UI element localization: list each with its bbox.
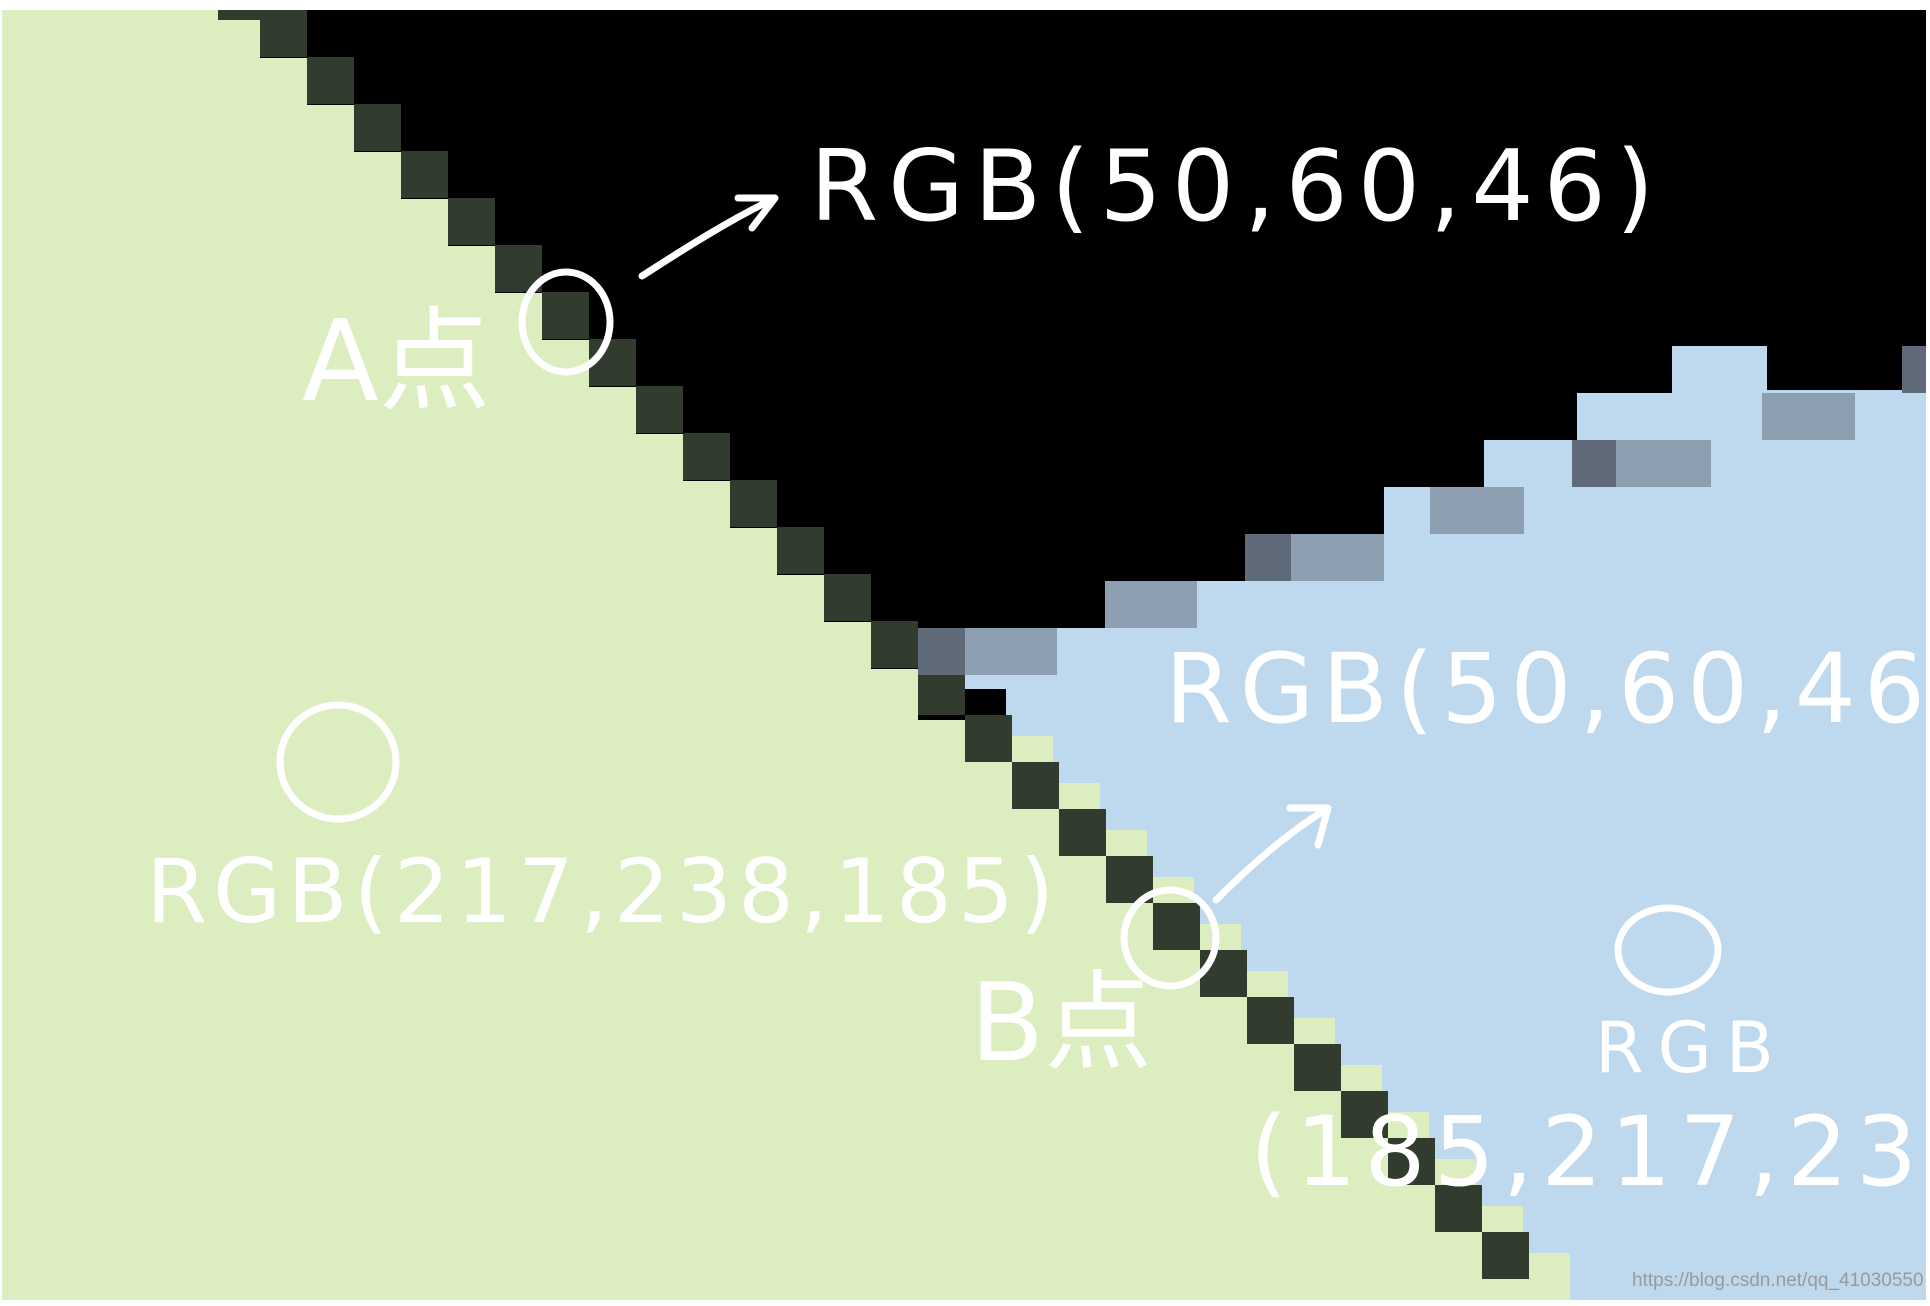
edge-pixel [777, 527, 824, 574]
edge-pixel [218, 10, 260, 20]
edge-pixel [636, 386, 683, 433]
point-a-rgb: RGB(50,60,46) [810, 130, 1664, 244]
edge-pixel [730, 480, 777, 527]
edge-pixel [401, 151, 448, 198]
watermark: https://blog.csdn.net/qq_41030550 [1632, 1270, 1924, 1291]
point-a-circle [518, 268, 614, 376]
blend-pixel [965, 628, 1057, 675]
blend-pixels [918, 346, 1926, 675]
point-a-arrow [638, 194, 779, 280]
blue-sample-circle [1614, 904, 1722, 996]
blend-pixel [1762, 393, 1855, 440]
point-b-label: B点 [970, 961, 1152, 1086]
edge-pixel [1294, 1044, 1341, 1091]
edge-pixel [824, 574, 871, 621]
edge-pixel [683, 433, 730, 480]
edge-pixel [965, 715, 1012, 762]
green-rgb: RGB(217,238,185) [146, 840, 1060, 943]
point-b-arrow [1212, 804, 1332, 904]
blend-pixel [1245, 534, 1291, 581]
edge-pixel [260, 10, 307, 57]
blend-pixel [1291, 534, 1384, 581]
blend-pixel [1616, 440, 1711, 487]
edge-pixel [871, 621, 918, 668]
blend-pixel [1902, 346, 1926, 393]
edge-pixel [542, 292, 589, 339]
edge-pixel [1341, 1091, 1388, 1138]
blue-region [959, 346, 1926, 1300]
green-sample-circle [276, 701, 400, 823]
blend-pixel [1572, 440, 1616, 487]
edge-pixel [448, 198, 495, 245]
blue-rgb-line1: RGB [1595, 1007, 1788, 1089]
blue-rgb-line2: (185,217,238) [1250, 1096, 1930, 1208]
edge-pixel [1012, 762, 1059, 809]
edge-pixel [1200, 950, 1247, 997]
blend-pixel [1430, 487, 1524, 534]
point-b-circle [1120, 886, 1220, 990]
edge-pixel [1059, 809, 1106, 856]
blend-pixel [918, 628, 965, 675]
blend-pixel [1105, 581, 1197, 628]
edge-pixel [1153, 903, 1200, 950]
point-a-label: A点 [302, 297, 491, 427]
edge-pixel [1388, 1138, 1435, 1185]
edge-pixel [918, 668, 965, 715]
edge-pixel [1435, 1185, 1482, 1232]
edge-pixel [1482, 1232, 1529, 1279]
edge-pixel [307, 57, 354, 104]
edge-pixel [354, 104, 401, 151]
edge-pixel [1247, 997, 1294, 1044]
edge-pixels [218, 10, 1529, 1279]
black-region [218, 10, 1926, 720]
point-b-rgb: RGB(50,60,46) [1165, 633, 1930, 745]
